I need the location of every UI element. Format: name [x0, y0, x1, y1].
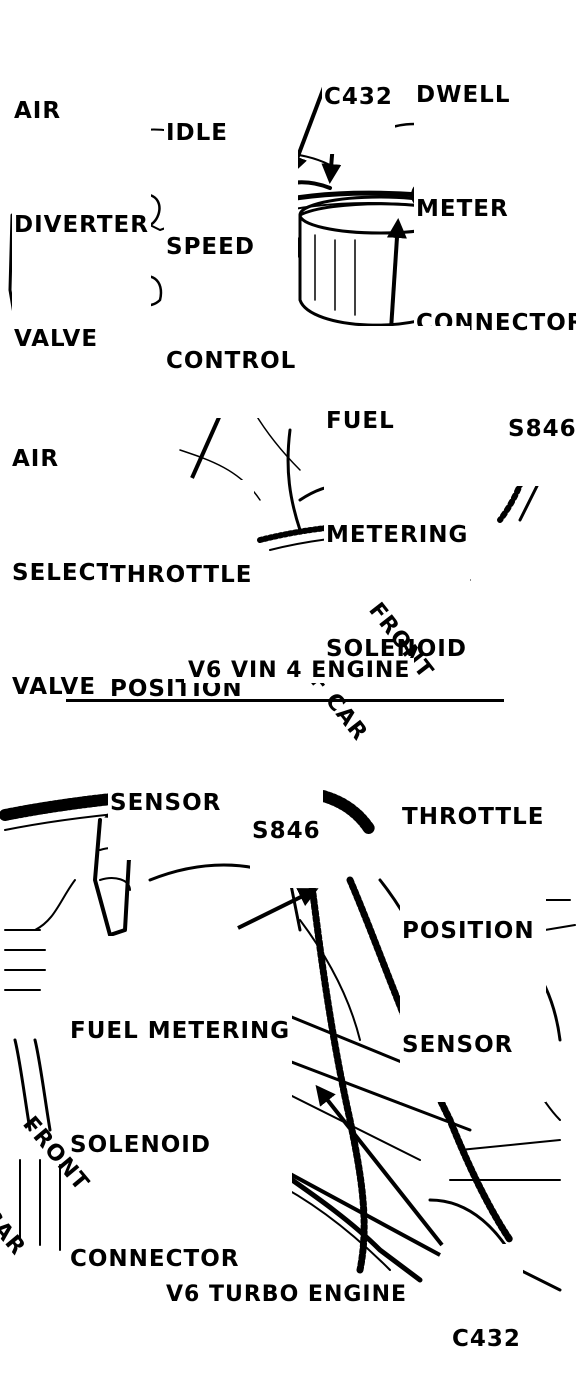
label-air-diverter-valve: AIR DIVERTER VALVE	[12, 16, 151, 396]
label-throttle-position-sensor-bottom: THROTTLE POSITION SENSOR	[400, 722, 547, 1102]
label-c432-bottom: C432	[450, 1244, 523, 1396]
label-idle-speed-control: IDLE SPEED CONTROL	[164, 38, 299, 418]
arrow-fuel-metering-solenoid	[386, 218, 407, 346]
label-fuel-metering-solenoid: FUEL METERING SOLENOID	[324, 326, 471, 706]
label-dwell-meter-connector: DWELL METER CONNECTOR	[414, 0, 576, 380]
caption-bottom: V6 TURBO ENGINE	[162, 1282, 412, 1307]
label-c432-top: C432	[322, 2, 395, 154]
arrow-c432-bottom-a	[315, 1084, 444, 1247]
arrow-c432-bottom-b	[264, 1160, 441, 1257]
arrow-fuel-metering-solenoid-connector	[237, 888, 319, 930]
label-s846-top: S846	[506, 334, 576, 486]
divider-rule	[66, 699, 504, 702]
label-s846-bottom: S846	[250, 736, 323, 888]
label-air-select-valve: AIR SELECT VALVE	[10, 364, 116, 744]
label-fuel-metering-solenoid-connector: FUEL METERING SOLENOID CONNECTOR	[68, 936, 293, 1316]
caption-top: V6 VIN 4 ENGINE	[184, 658, 415, 683]
